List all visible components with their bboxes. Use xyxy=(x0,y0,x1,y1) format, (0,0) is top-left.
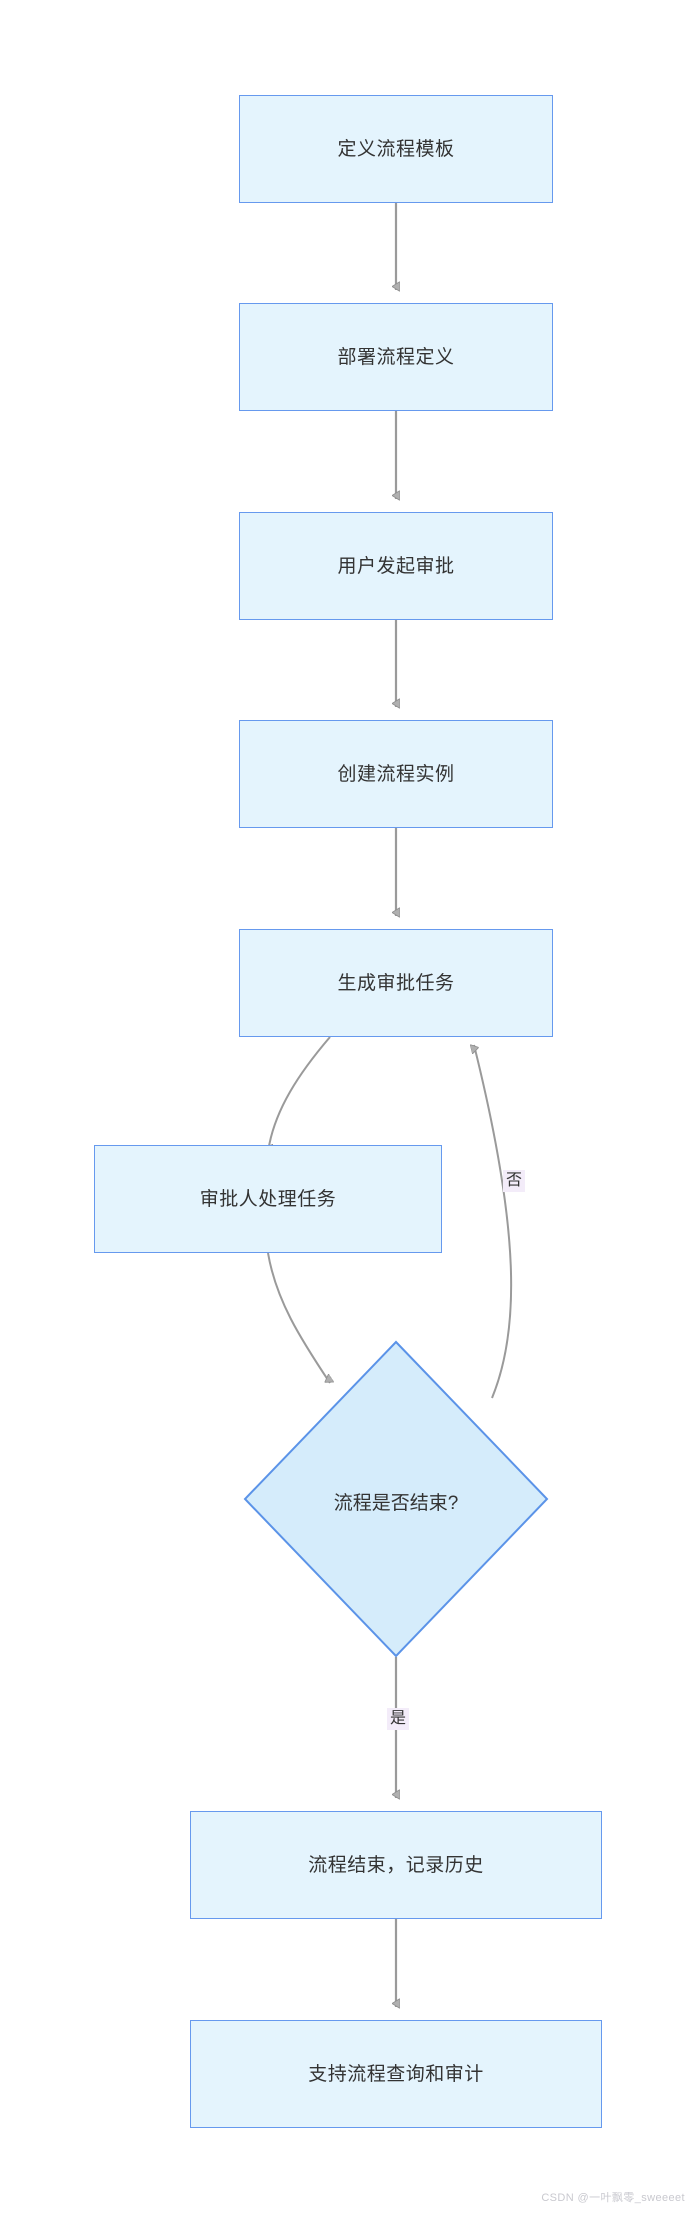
node-label: 定义流程模板 xyxy=(337,138,455,160)
node-generate-approval-task[interactable]: 生成审批任务 xyxy=(239,929,553,1037)
edge-label-no: 否 xyxy=(503,1170,526,1193)
node-label: 创建流程实例 xyxy=(337,763,455,785)
edge-n7-n5-no xyxy=(474,1045,513,1399)
diamond-shape xyxy=(243,1340,549,1658)
node-label: 用户发起审批 xyxy=(337,555,455,577)
node-define-process-template[interactable]: 定义流程模板 xyxy=(239,95,553,203)
node-label: 支持流程查询和审计 xyxy=(308,2063,484,2085)
node-deploy-process-definition[interactable]: 部署流程定义 xyxy=(239,303,553,411)
node-label: 流程是否结束? xyxy=(333,1493,459,1514)
node-process-end-record-history[interactable]: 流程结束，记录历史 xyxy=(190,1811,602,1919)
node-process-finished-decision[interactable]: 流程是否结束? xyxy=(243,1340,549,1658)
node-approver-handles-task[interactable]: 审批人处理任务 xyxy=(94,1145,442,1253)
node-create-process-instance[interactable]: 创建流程实例 xyxy=(239,720,553,828)
edge-label-yes: 是 xyxy=(387,1708,410,1731)
edge-n5-n6 xyxy=(268,1036,331,1152)
node-label: 生成审批任务 xyxy=(337,972,455,994)
edge-n6-n7 xyxy=(267,1252,330,1384)
watermark-text: CSDN @一叶飘零_sweeeet xyxy=(541,2192,685,2204)
node-label: 审批人处理任务 xyxy=(199,1188,337,1210)
node-user-initiates-approval[interactable]: 用户发起审批 xyxy=(239,512,553,620)
node-label: 部署流程定义 xyxy=(337,346,455,368)
node-support-query-and-audit[interactable]: 支持流程查询和审计 xyxy=(190,2020,602,2128)
node-label: 流程结束，记录历史 xyxy=(308,1854,484,1876)
